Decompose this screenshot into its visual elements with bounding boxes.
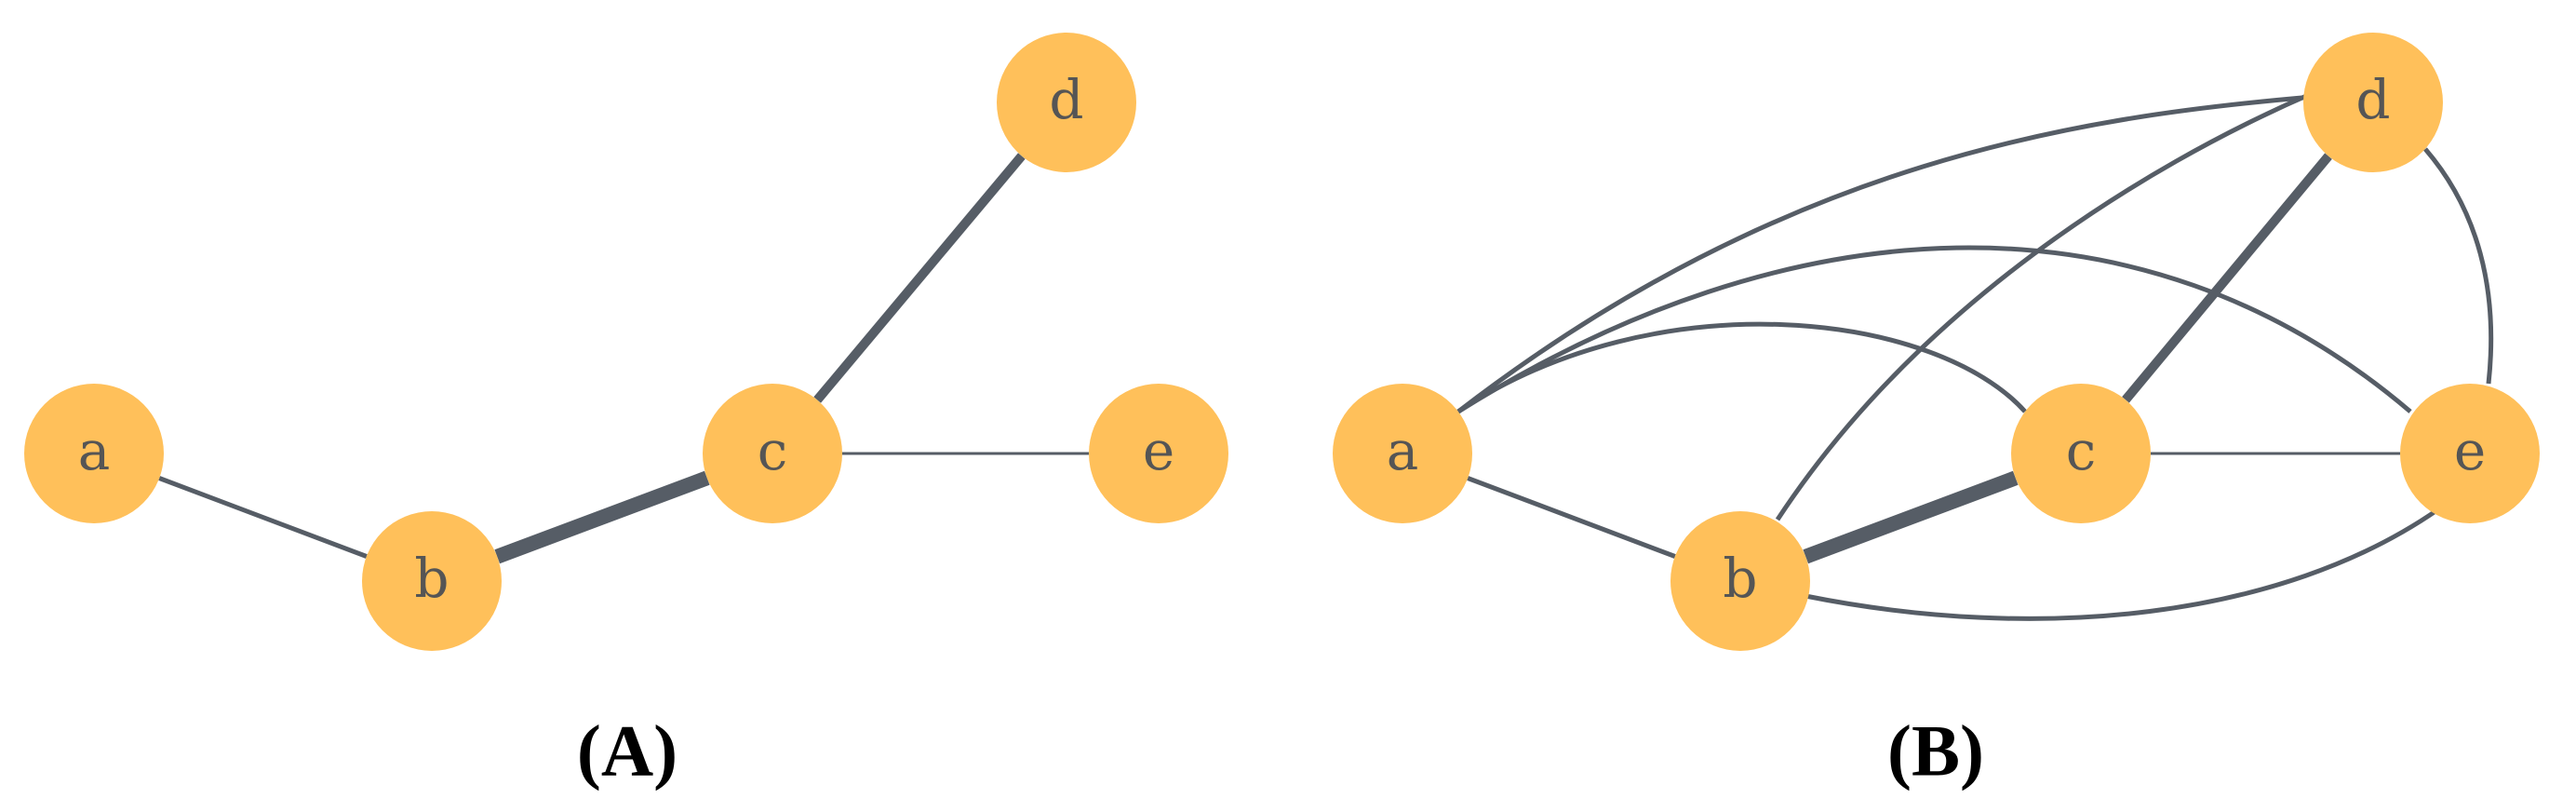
node-d: d [2303, 33, 2443, 172]
edge-b-e [1805, 507, 2440, 621]
node-d-circle [2303, 33, 2443, 172]
node-e: e [1089, 384, 1228, 523]
node-c: c [703, 384, 842, 523]
edge-a-c [1456, 321, 2027, 414]
panel-b-nodes: a b c d e [1333, 33, 2540, 651]
node-e-label: e [1143, 419, 1174, 482]
node-b: b [362, 511, 502, 651]
node-a-label: a [78, 419, 111, 482]
edge-a-d [1456, 94, 2314, 413]
node-e-circle [2400, 384, 2540, 523]
panel-a-edges [158, 153, 1089, 564]
node-c-label: c [758, 419, 787, 482]
node-d-circle [997, 33, 1136, 172]
edge-d-e [2423, 147, 2494, 385]
node-a: a [24, 384, 164, 523]
edge-a-b [158, 476, 368, 559]
panel-a-nodes: a b c d e [24, 33, 1228, 651]
node-d-label: d [2355, 68, 2390, 131]
node-a: a [1333, 384, 1472, 523]
node-b-circle [1670, 511, 1810, 651]
edge-a-b [1467, 476, 1676, 559]
node-e: e [2400, 384, 2540, 523]
panel-b-edges [1456, 90, 2494, 621]
node-a-label: a [1387, 419, 1419, 482]
node-b-label: b [414, 547, 449, 610]
node-c-circle [2011, 384, 2151, 523]
node-e-circle [1089, 384, 1228, 523]
panel-a-graph: a b c d e [24, 33, 1228, 651]
node-d-label: d [1049, 68, 1083, 131]
panel-b-graph: a b c d e [1333, 33, 2540, 651]
node-b: b [1670, 511, 1810, 651]
node-c-label: c [2066, 419, 2096, 482]
edge-c-d [2122, 153, 2332, 403]
panel-b-caption: (B) [1887, 710, 1984, 792]
edge-a-e [1456, 245, 2412, 414]
edge-b-c [494, 470, 710, 564]
node-a-circle [24, 384, 164, 523]
edge-c-d [813, 153, 1026, 403]
node-b-circle [362, 511, 502, 651]
node-d: d [997, 33, 1136, 172]
edge-b-c [1803, 470, 2019, 564]
node-c-circle [703, 384, 842, 523]
node-e-label: e [2454, 419, 2486, 482]
node-a-circle [1333, 384, 1472, 523]
node-b-label: b [1723, 547, 1757, 610]
panel-a-caption: (A) [577, 710, 678, 792]
node-c: c [2011, 384, 2151, 523]
edge-b-d [1775, 90, 2314, 521]
